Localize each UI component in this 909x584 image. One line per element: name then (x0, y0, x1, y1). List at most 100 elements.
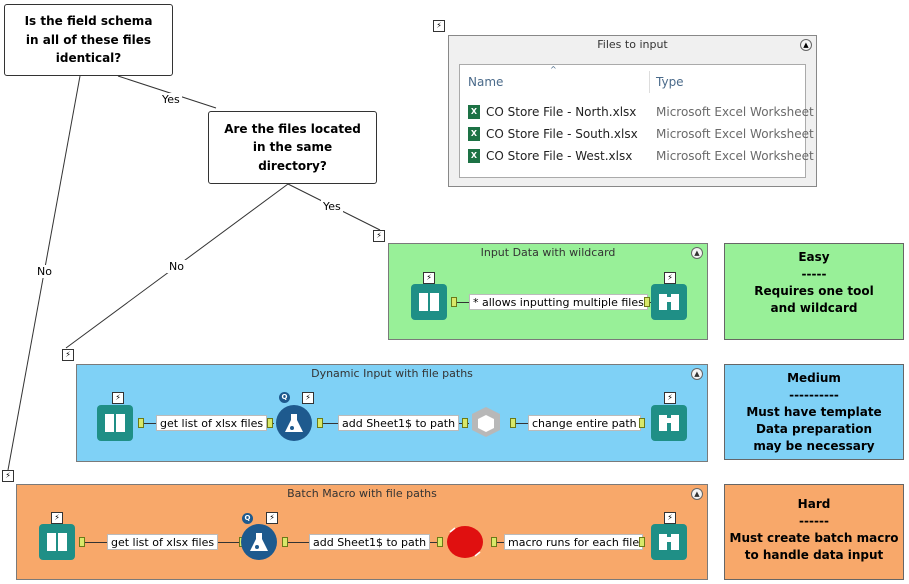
browse-tool[interactable] (651, 284, 687, 320)
excel-icon: X (468, 105, 480, 119)
connector-label: * allows inputting multiple files (469, 294, 648, 310)
note-line: Requires one tool (754, 284, 874, 298)
collapse-icon[interactable]: ▲ (691, 368, 703, 380)
excel-icon: X (468, 127, 480, 141)
sort-arrow-icon: ^ (550, 65, 557, 74)
note-separator: ---------- (789, 388, 839, 402)
output-anchor[interactable] (282, 537, 288, 547)
collapse-icon[interactable]: ▲ (800, 39, 812, 51)
edge-yes-directory: Yes (321, 200, 343, 213)
input-anchor[interactable] (462, 418, 468, 428)
output-anchor[interactable] (317, 418, 323, 428)
bolt-icon: ⚡ (112, 392, 124, 404)
note-title: Medium (787, 371, 841, 385)
flask-icon (250, 533, 268, 551)
question-schema-text: Is the field schema in all of these file… (24, 14, 153, 66)
collapse-icon[interactable]: ▲ (691, 488, 703, 500)
file-type: Microsoft Excel Worksheet (656, 105, 814, 119)
flask-icon (285, 414, 303, 432)
note-line: Must have template (746, 405, 882, 419)
collapse-icon[interactable]: ▲ (691, 247, 703, 259)
browse-tool[interactable] (651, 405, 687, 441)
output-anchor[interactable] (79, 537, 85, 547)
connector-label: change entire path (528, 415, 641, 431)
bolt-icon: ⚡ (2, 470, 14, 482)
note-separator: ----- (801, 267, 827, 281)
input-data-tool[interactable] (411, 284, 447, 320)
container-title: Batch Macro with file paths (287, 487, 437, 500)
book-icon (419, 293, 439, 311)
question-directory-text: Are the files located in the same direct… (224, 121, 361, 173)
bolt-icon: ⚡ (266, 512, 278, 524)
question-schema-identical: Is the field schema in all of these file… (4, 4, 173, 76)
cube-icon (472, 407, 500, 437)
container-batch-macro[interactable]: Batch Macro with file paths ▲ ⚡ get list… (16, 484, 708, 580)
column-divider (649, 71, 650, 93)
note-line: to handle data input (744, 548, 884, 562)
input-anchor[interactable] (639, 418, 645, 428)
quality-badge-icon: Q (242, 513, 253, 524)
files-window-title: Files to input (597, 38, 668, 51)
edge-yes-schema: Yes (160, 93, 182, 106)
bolt-icon: ⚡ (664, 272, 676, 284)
input-anchor[interactable] (437, 537, 443, 547)
directory-tool[interactable] (39, 524, 75, 560)
input-anchor[interactable] (639, 537, 645, 547)
output-anchor[interactable] (510, 418, 516, 428)
connector-label: add Sheet1$ to path (338, 415, 460, 431)
bolt-icon: ⚡ (664, 392, 676, 404)
input-anchor[interactable] (644, 297, 650, 307)
file-name: CO Store File - South.xlsx (486, 127, 638, 141)
book-icon (105, 414, 125, 432)
connector-label: get list of xlsx files (107, 534, 219, 550)
file-row[interactable]: X CO Store File - South.xlsx Microsoft E… (468, 125, 814, 143)
formula-tool[interactable] (276, 405, 312, 441)
question-same-directory: Are the files located in the same direct… (208, 111, 377, 184)
file-name: CO Store File - West.xlsx (486, 149, 633, 163)
note-hard: Hard ------ Must create batch macro to h… (724, 484, 904, 580)
directory-tool[interactable] (97, 405, 133, 441)
input-anchor[interactable] (267, 418, 273, 428)
container-title: Dynamic Input with file paths (311, 367, 473, 380)
bolt-icon: ⚡ (433, 20, 445, 32)
connector-label: add Sheet1$ to path (309, 534, 431, 550)
output-anchor[interactable] (138, 418, 144, 428)
files-to-input-window: Files to input ▲ ^ Name Type X CO Store … (448, 35, 817, 187)
column-header-type[interactable]: Type (656, 75, 684, 89)
connector-label: get list of xlsx files (156, 415, 268, 431)
column-header-name[interactable]: Name (468, 75, 504, 89)
container-input-wildcard[interactable]: Input Data with wildcard ▲ ⚡ * allows in… (388, 243, 708, 340)
connector-label: macro runs for each file (504, 534, 644, 550)
file-type: Microsoft Excel Worksheet (656, 127, 814, 141)
note-line: and wildcard (770, 301, 858, 315)
file-row[interactable]: X CO Store File - North.xlsx Microsoft E… (468, 103, 814, 121)
note-line: may be necessary (753, 439, 875, 453)
batch-macro-tool[interactable] (447, 526, 483, 558)
file-row[interactable]: X CO Store File - West.xlsx Microsoft Ex… (468, 147, 814, 165)
output-anchor[interactable] (451, 297, 457, 307)
quality-badge-icon: Q (279, 392, 290, 403)
bolt-icon: ⚡ (62, 349, 74, 361)
bolt-icon: ⚡ (51, 512, 63, 524)
note-medium: Medium ---------- Must have template Dat… (724, 364, 904, 460)
macro-icon (449, 527, 481, 557)
edge-no-schema: No (35, 265, 54, 278)
binoculars-icon (659, 415, 679, 431)
container-title: Input Data with wildcard (480, 246, 616, 259)
note-easy: Easy ----- Requires one tool and wildcar… (724, 243, 904, 340)
book-icon (47, 533, 67, 551)
binoculars-icon (659, 534, 679, 550)
formula-tool[interactable] (241, 524, 277, 560)
note-title: Hard (797, 497, 831, 511)
container-dynamic-input[interactable]: Dynamic Input with file paths ▲ ⚡ get li… (76, 364, 708, 462)
dynamic-input-tool[interactable] (469, 405, 503, 439)
file-list: ^ Name Type X CO Store File - North.xlsx… (459, 64, 814, 178)
excel-icon: X (468, 149, 480, 163)
bolt-icon: ⚡ (423, 272, 435, 284)
browse-tool[interactable] (651, 524, 687, 560)
file-name: CO Store File - North.xlsx (486, 105, 637, 119)
output-anchor[interactable] (491, 537, 497, 547)
binoculars-icon (659, 294, 679, 310)
edge-no-directory: No (167, 260, 186, 273)
file-type: Microsoft Excel Worksheet (656, 149, 814, 163)
